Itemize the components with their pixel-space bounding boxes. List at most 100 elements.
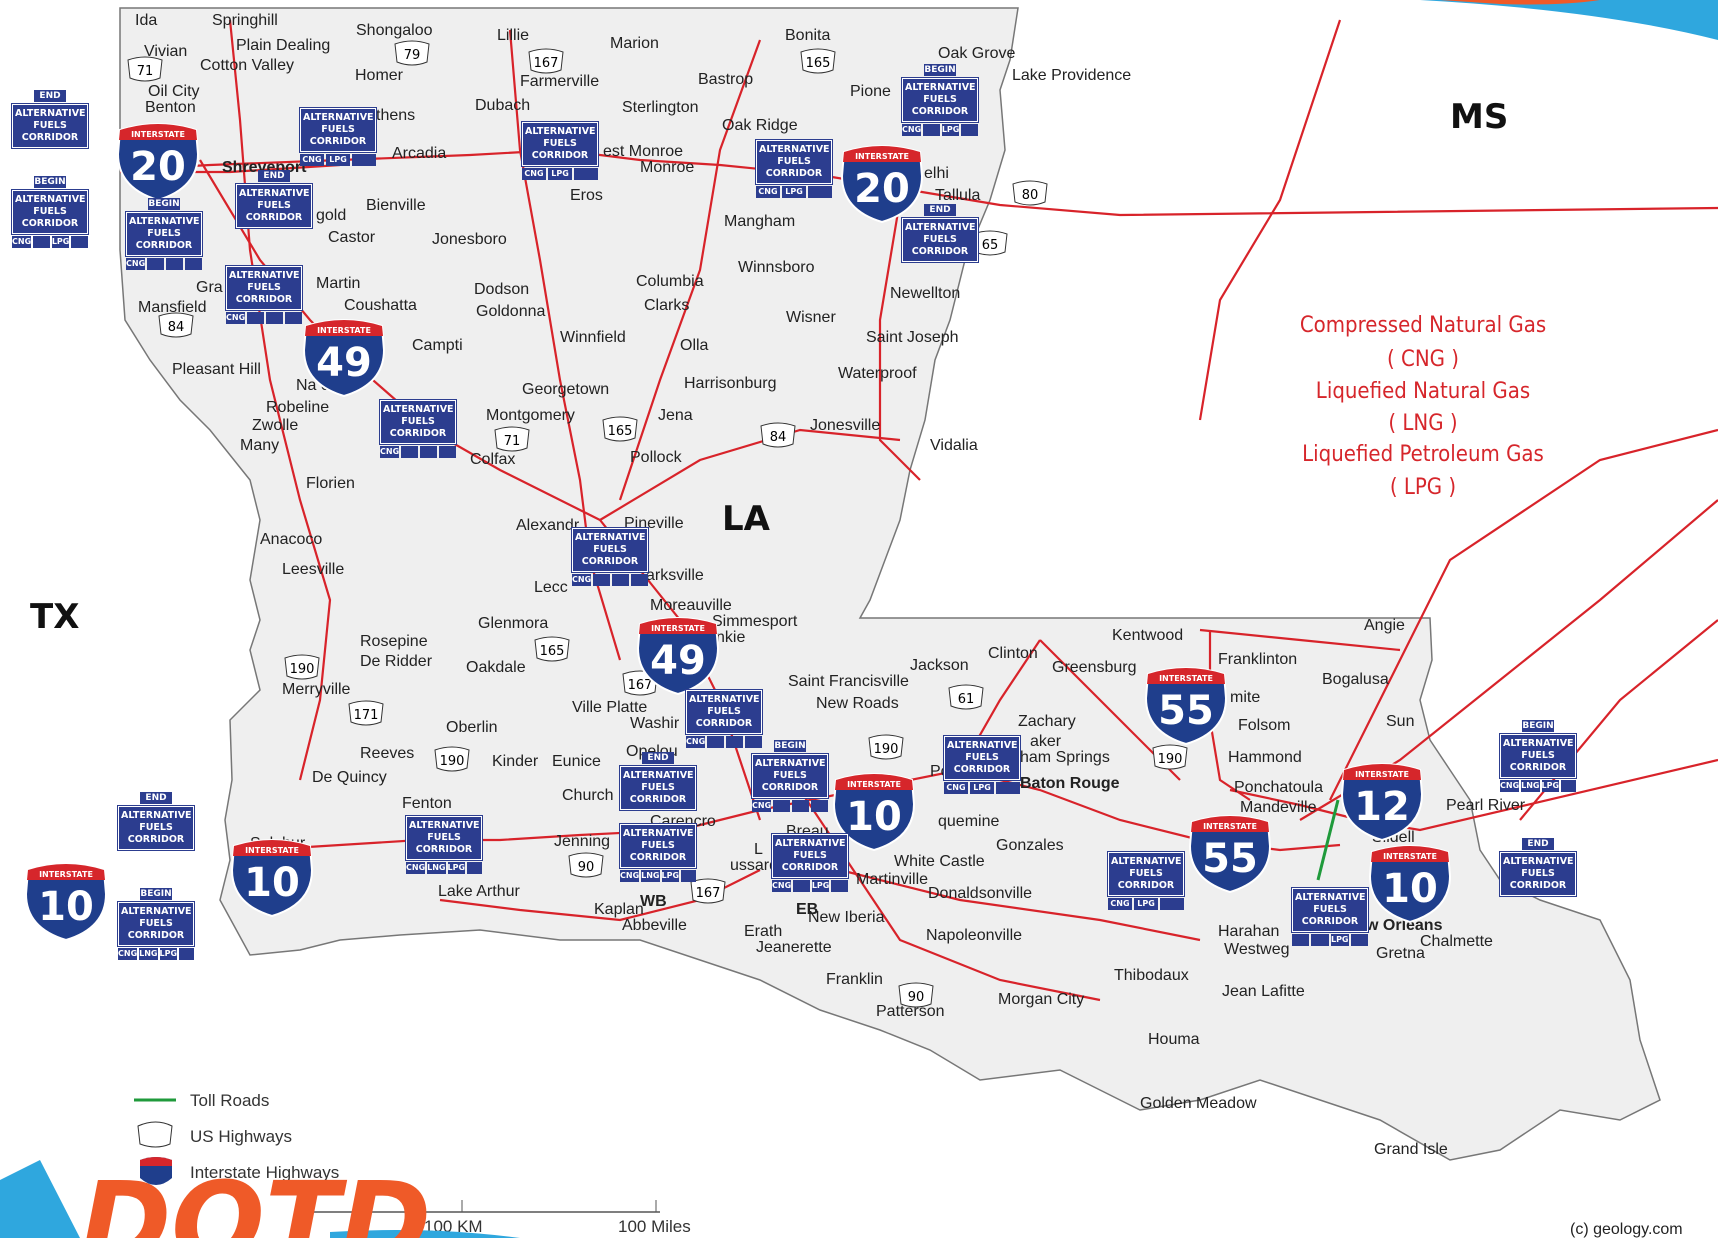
state-label-tx: TX: [30, 597, 79, 637]
city-label: Lillie: [497, 27, 529, 44]
city-label: Lecc: [534, 579, 568, 596]
city-label: Lake Providence: [1012, 67, 1131, 84]
svg-text:Liquefied Natural Gas: Liquefied Natural Gas: [1316, 379, 1530, 404]
city-label: Vidalia: [930, 437, 978, 454]
city-label: Oil City: [148, 83, 200, 100]
city-label: Lake Arthur: [438, 883, 521, 900]
city-label: Waterproof: [838, 365, 917, 382]
svg-text:165: 165: [608, 424, 633, 439]
svg-text:INTERSTATE: INTERSTATE: [1159, 674, 1213, 683]
us-route-shield: 71: [127, 56, 163, 82]
us-route-shield: 61: [948, 684, 984, 710]
svg-text:65: 65: [982, 238, 999, 253]
city-label: Georgetown: [522, 381, 609, 398]
svg-text:190: 190: [290, 662, 315, 677]
city-label: Coushatta: [344, 297, 417, 314]
city-label: Olla: [680, 337, 709, 354]
city-label: Winnsboro: [738, 259, 815, 276]
credit-text: (c) geology.com: [1570, 1221, 1683, 1238]
city-label: New Iberia: [808, 909, 885, 926]
city-label: w Orleans: [1365, 917, 1443, 934]
city-label: Springhill: [212, 12, 278, 29]
svg-text:INTERSTATE: INTERSTATE: [855, 152, 909, 161]
us-route-shield: 167: [690, 878, 726, 904]
svg-text:( CNG ): ( CNG ): [1387, 347, 1459, 372]
interstate-49-shield-natchitoches: INTERSTATE 49: [302, 319, 386, 398]
svg-text:165: 165: [540, 644, 565, 659]
city-label: Grand Isle: [1374, 1141, 1448, 1158]
city-label: Jonesboro: [432, 231, 507, 248]
city-label: Kinder: [492, 753, 539, 770]
svg-text:84: 84: [770, 430, 787, 445]
city-label: Monroe: [640, 159, 694, 176]
city-label: Mangham: [724, 213, 795, 230]
us-route-shield: 165: [800, 48, 836, 74]
city-label: Oak Grove: [938, 45, 1015, 62]
city-label: Martinville: [856, 871, 928, 888]
city-label: Oak Ridge: [722, 117, 798, 134]
interstate-20-shield-tallulah: INTERSTATE 20: [840, 145, 924, 224]
us-route-shield: 190: [868, 734, 904, 760]
us-route-shield: 165: [602, 416, 638, 442]
city-label: Cotton Valley: [200, 57, 294, 74]
us-route-shield: 190: [434, 746, 470, 772]
us-route-shield: 65: [972, 230, 1008, 256]
city-label: Simmesport: [712, 613, 798, 630]
city-label: Thibodaux: [1114, 967, 1189, 984]
city-label: Chalmette: [1420, 933, 1493, 950]
svg-text:167: 167: [696, 886, 721, 901]
interstate-20-shield-shreveport: INTERSTATE 20: [116, 123, 200, 202]
slide-corner-decoration-bottom: [0, 1160, 80, 1238]
city-label: Wisner: [786, 309, 836, 326]
city-label: Folsom: [1238, 717, 1290, 734]
city-label: Jeanerette: [756, 939, 832, 956]
city-label: Homer: [355, 67, 404, 84]
svg-text:INTERSTATE: INTERSTATE: [651, 624, 705, 633]
svg-text:INTERSTATE: INTERSTATE: [847, 780, 901, 789]
svg-text:190: 190: [874, 742, 899, 757]
city-label: Zachary: [1018, 713, 1076, 730]
us-route-shield: 90: [568, 852, 604, 878]
city-label: Many: [240, 437, 279, 454]
svg-text:90: 90: [908, 990, 925, 1005]
city-label: Erath: [744, 923, 782, 940]
city-labels: Ida Springhill Shongaloo Lillie Marion B…: [135, 12, 1526, 1158]
fuel-legend-note: Compressed Natural Gas ( CNG ) Liquefied…: [1300, 313, 1546, 500]
svg-text:10: 10: [38, 884, 94, 930]
us-route-shield: 71: [494, 426, 530, 452]
svg-text:80: 80: [1022, 188, 1039, 203]
dotd-logo: DOTD: [80, 1158, 431, 1238]
city-label: thens: [376, 107, 415, 124]
city-label: Tallula: [935, 187, 980, 204]
us-route-shield: 90: [898, 982, 934, 1008]
direction-label-wb: WB: [640, 893, 667, 910]
slide-corner-accent-top: [1440, 0, 1600, 5]
city-label: Goldonna: [476, 303, 545, 320]
city-label: Harahan: [1218, 923, 1279, 940]
city-label: Angie: [1364, 617, 1405, 634]
svg-text:( LNG ): ( LNG ): [1388, 411, 1457, 436]
svg-text:49: 49: [316, 340, 372, 386]
city-label: Saint Francisville: [788, 673, 909, 690]
city-label: Robeline: [266, 399, 329, 416]
city-label: Eunice: [552, 753, 601, 770]
interstate-10-shield-slidell: INTERSTATE 10: [1368, 845, 1452, 924]
city-label: Reeves: [360, 745, 414, 762]
city-label: Saint Joseph: [866, 329, 959, 346]
city-label: Pineville: [624, 515, 684, 532]
city-label: New Roads: [816, 695, 899, 712]
city-label: Alexandr: [516, 517, 580, 534]
us-route-shield: 84: [760, 422, 796, 448]
svg-text:20: 20: [854, 166, 910, 212]
city-label: Leesville: [282, 561, 344, 578]
